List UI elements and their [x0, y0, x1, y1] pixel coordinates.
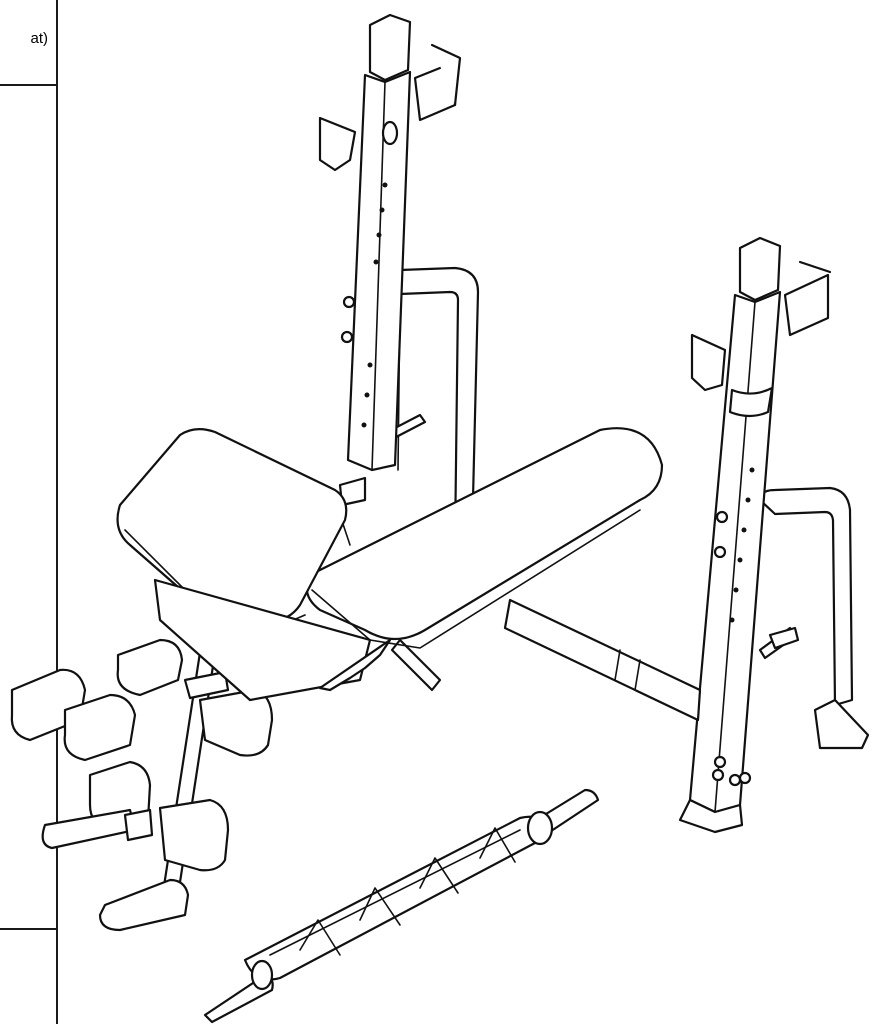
rack-upright-right [678, 236, 832, 834]
bench-frame-rail [390, 598, 800, 722]
row-divider [0, 928, 58, 930]
back-frame-right [758, 486, 870, 750]
curl-bar [203, 788, 600, 1024]
leg-developer [10, 578, 392, 932]
truncated-label: at) [30, 30, 48, 47]
row-divider [0, 84, 58, 86]
seat-pad [305, 427, 664, 649]
preacher-pad [116, 428, 348, 631]
column-divider [56, 0, 58, 1024]
rack-upright-left [318, 13, 462, 472]
left-text-column: at) [0, 0, 58, 1024]
